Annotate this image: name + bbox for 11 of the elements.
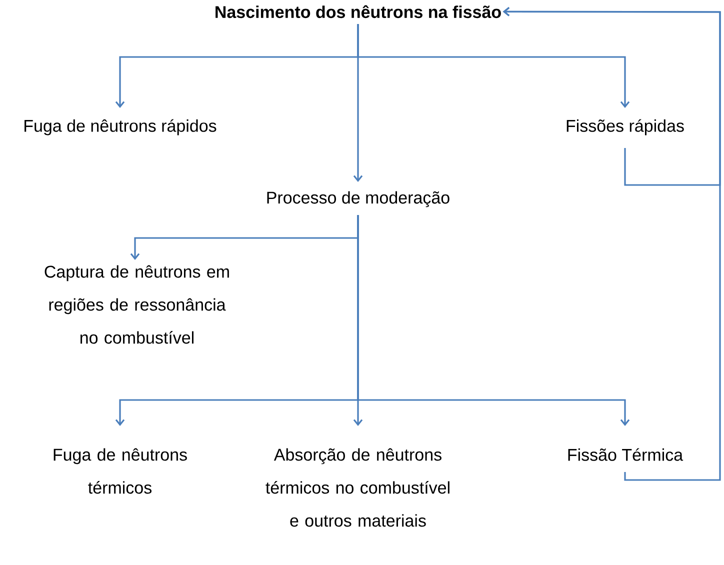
title-text: Nascimento dos nêutrons na fissão [216, 5, 501, 18]
node-text: Fuga de nêutrons rápidos [24, 119, 216, 136]
node-text: Fuga de nêutrons térmicos [54, 448, 187, 494]
node-text: Absorção de nêutrons térmicos no combustível e outros materiais [266, 448, 450, 527]
node-text: Fissões rápidas [566, 119, 684, 136]
arrow [357, 215, 630, 426]
node-text: Captura de nêutrons em regiões de ressonância no combustível [44, 265, 229, 344]
node-text: Processo de moderação [267, 191, 450, 208]
arrow [502, 7, 721, 481]
node-text: Fissão Térmica [568, 448, 684, 461]
arrow [353, 24, 363, 182]
